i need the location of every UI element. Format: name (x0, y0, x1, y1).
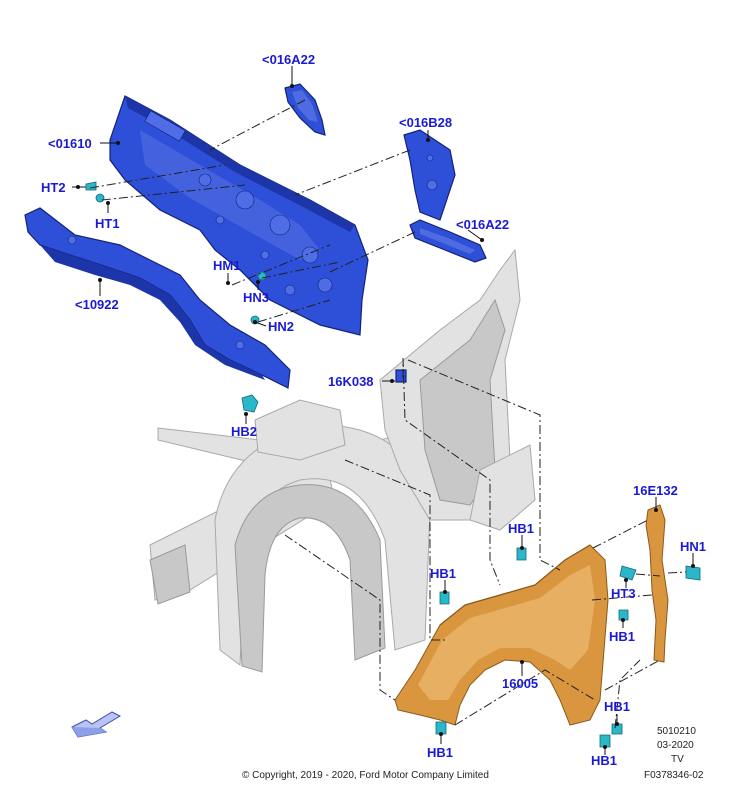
assembly-leader-lines (89, 99, 687, 729)
callout-hm1: HM1 (213, 258, 240, 273)
dash-panel-01610 (109, 95, 369, 336)
bracket-016a22-mid (409, 219, 487, 263)
clip-ht3 (619, 565, 637, 581)
callout-ht2: HT2 (41, 180, 66, 195)
callout-hn2: HN2 (268, 319, 294, 334)
clip-hb1-bottom-right (599, 734, 611, 748)
front-fender-16005 (394, 544, 609, 726)
clip-ht1 (95, 193, 105, 203)
callout-01610: <01610 (48, 136, 92, 151)
callout-hb2: HB2 (231, 424, 257, 439)
callout-hb1-bottom-left: HB1 (427, 745, 453, 760)
clip-hb2 (241, 394, 259, 413)
front-direction-arrow-icon (71, 711, 122, 738)
fender-bracket-16e132 (645, 504, 669, 663)
clip-hn1 (685, 565, 701, 581)
copyright-notice: © Copyright, 2019 - 2020, Ford Motor Com… (242, 770, 489, 781)
illustration-date: 03-2020 (657, 740, 694, 751)
callout-labels: <016A22 <01610 <016B28 <016A22 HT2 HT1 H… (41, 52, 706, 768)
callout-hb1-center: HB1 (508, 521, 534, 536)
callout-hb1-bottom-right: HB1 (591, 753, 617, 768)
bracket-016a22-top (284, 83, 326, 136)
callout-hb1-lower-right: HB1 (604, 699, 630, 714)
callout-hn3: HN3 (243, 290, 269, 305)
callout-hn1: HN1 (680, 539, 706, 554)
callout-ht3: HT3 (611, 586, 636, 601)
bracket-016b28 (403, 129, 456, 221)
crossmember-10922 (24, 207, 291, 389)
seal-16k038 (395, 369, 407, 383)
illustration-code: TV (671, 754, 684, 765)
callout-10922: <10922 (75, 297, 119, 312)
body-structure (149, 248, 536, 673)
callout-016a22-mid: <016A22 (456, 217, 509, 232)
callout-hb1-left: HB1 (430, 566, 456, 581)
clip-hn3 (257, 271, 267, 281)
callout-hb1-right: HB1 (609, 629, 635, 644)
fasteners (85, 181, 701, 748)
callout-ht1: HT1 (95, 216, 120, 231)
callout-pointers (72, 66, 695, 755)
clip-hb1-bottom-left (435, 721, 447, 735)
callout-16e132: 16E132 (633, 483, 678, 498)
callout-16k038: 16K038 (328, 374, 374, 389)
callout-016b28: <016B28 (399, 115, 452, 130)
callout-016a22-top: <016A22 (262, 52, 315, 67)
illustration-metadata: 5010210 03-2020 TV F0378346-02 © Copyrig… (242, 726, 704, 781)
figure-id: F0378346-02 (644, 770, 704, 781)
illustration-number: 5010210 (657, 726, 696, 737)
clip-ht2 (85, 181, 97, 191)
clip-hb1-right (618, 609, 629, 621)
callout-16005: 16005 (502, 676, 538, 691)
